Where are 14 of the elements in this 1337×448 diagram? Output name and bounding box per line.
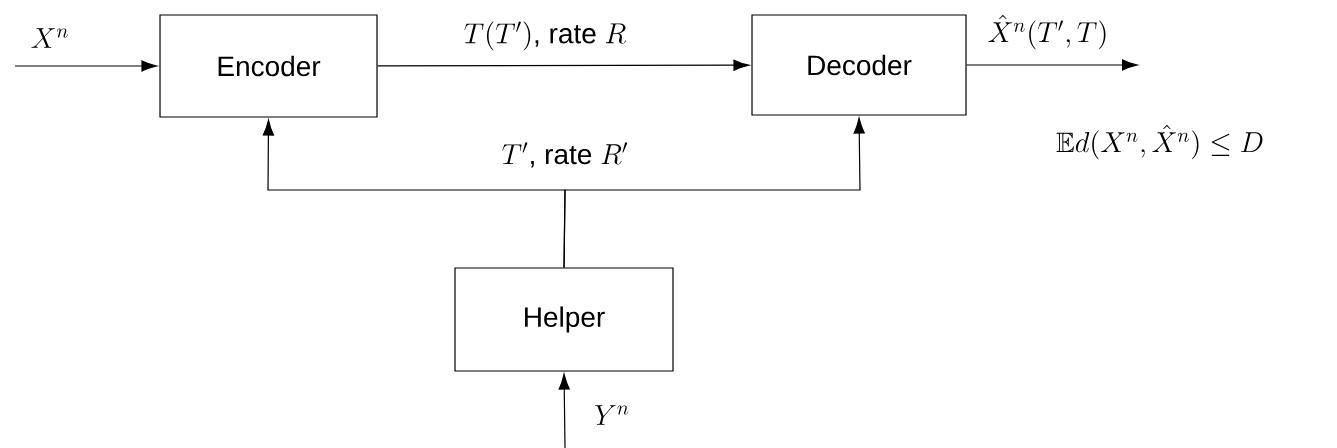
helper-box: Helper (454, 267, 674, 372)
formula-label: $\mathbb{E}d(X^n,\hat{X}^n)\le D$ (1056, 124, 1263, 160)
edge-label: $T'\text{, rate }R'$ (502, 142, 628, 168)
arrow (563, 117, 865, 268)
edge-label: $\hat{X}^n(T',T)$ (988, 14, 1106, 50)
decoder-box: Decoder (751, 14, 967, 116)
arrow (377, 59, 750, 71)
arrow (966, 59, 1138, 71)
arrow (14, 60, 158, 72)
encoder-box: Encoder (159, 14, 378, 118)
edge-label: $X^n$ (31, 28, 68, 48)
edge-label: $Y^n$ (595, 405, 629, 425)
edge-label: $T(T')\text{, rate }R$ (464, 21, 626, 51)
arrow (558, 373, 570, 448)
